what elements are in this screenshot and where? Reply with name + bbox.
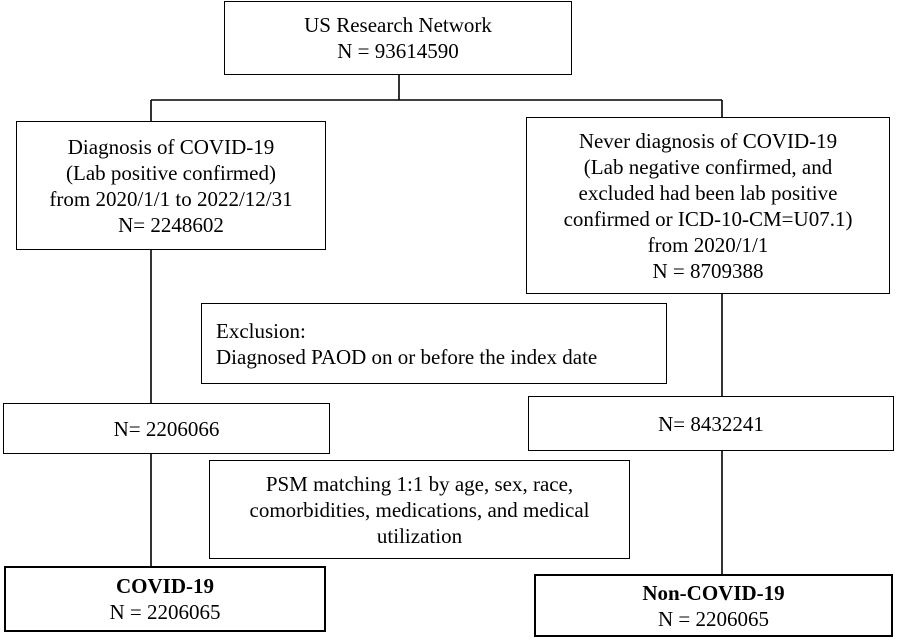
never-dx-line-1: Never diagnosis of COVID-19 bbox=[578, 128, 838, 153]
never-diagnosis-box: Never diagnosis of COVID-19 (Lab negativ… bbox=[526, 117, 890, 294]
psm-box: PSM matching 1:1 by age, sex, race, como… bbox=[209, 460, 630, 559]
exclusion-criteria: Diagnosed PAOD on or before the index da… bbox=[216, 344, 598, 369]
covid-dx-line-2: (Lab positive confirmed) bbox=[66, 160, 276, 185]
noncovid-after-exclusion-box: N= 8432241 bbox=[528, 396, 894, 451]
covid-dx-line-3: from 2020/1/1 to 2022/12/31 bbox=[49, 186, 293, 211]
psm-line-1: PSM matching 1:1 by age, sex, race, bbox=[265, 471, 574, 496]
covid-dx-line-4: N= 2248602 bbox=[118, 212, 224, 237]
never-dx-line-3: excluded had been lab positive bbox=[578, 180, 838, 205]
covid-final-title: COVID-19 bbox=[116, 574, 214, 598]
noncovid-final-title: Non-COVID-19 bbox=[642, 580, 785, 605]
covid-diagnosis-box: Diagnosis of COVID-19 (Lab positive conf… bbox=[16, 121, 326, 250]
covid-dx-line-1: Diagnosis of COVID-19 bbox=[67, 134, 275, 159]
exclusion-heading: Exclusion: bbox=[216, 318, 306, 343]
covid-after-exclusion-box: N= 2206066 bbox=[3, 403, 330, 454]
source-box: US Research Network N = 93614590 bbox=[224, 1, 572, 75]
never-dx-line-4: confirmed or ICD-10-CM=U07.1) bbox=[563, 206, 853, 231]
source-title: US Research Network bbox=[304, 13, 492, 37]
noncovid-final-count: N = 2206065 bbox=[657, 606, 769, 631]
exclusion-box: Exclusion: Diagnosed PAOD on or before t… bbox=[201, 303, 667, 384]
never-dx-line-6: N = 8709388 bbox=[652, 258, 764, 283]
covid-final-count: N = 2206065 bbox=[109, 600, 221, 624]
never-dx-line-5: from 2020/1/1 bbox=[647, 232, 769, 257]
covid-final-box: COVID-19 N = 2206065 bbox=[4, 566, 326, 632]
psm-line-2: comorbidities, medications, and medical bbox=[249, 497, 590, 522]
source-count: N = 93614590 bbox=[337, 39, 459, 63]
noncovid-final-box: Non-COVID-19 N = 2206065 bbox=[534, 574, 893, 637]
covid-after-exclusion-count: N= 2206066 bbox=[113, 416, 220, 441]
noncovid-after-exclusion-count: N= 8432241 bbox=[658, 411, 764, 436]
psm-line-3: utilization bbox=[376, 523, 463, 548]
never-dx-line-2: (Lab negative confirmed, and bbox=[583, 154, 833, 179]
